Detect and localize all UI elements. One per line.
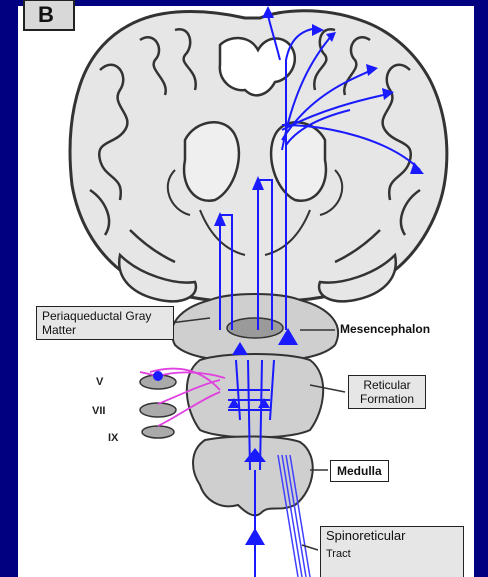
label-spinoreticular-line2: Tract [326,547,458,561]
label-medulla: Medulla [330,460,389,482]
label-mesencephalon: Mesencephalon [340,322,430,336]
label-reticular-formation: Reticular Formation [348,375,426,409]
cranial-dot [153,371,163,381]
nerve-label-ix: IX [108,432,118,444]
label-spinoreticular-line1: Spinoreticular [326,529,458,543]
nerve-label-vii: VII [92,405,105,417]
nerve-vii-nucleus [140,403,176,417]
label-periaqueductal: Periaqueductal Gray Matter [36,306,174,340]
pons-shape [187,354,323,438]
panel-letter: B [38,2,54,27]
label-spinoreticular-tract: Spinoreticular Tract [320,526,464,577]
medulla-shape [193,436,313,515]
nerve-label-v: V [96,376,103,388]
nerve-ix-nucleus [142,426,174,438]
periaqueductal-gray [227,318,283,338]
